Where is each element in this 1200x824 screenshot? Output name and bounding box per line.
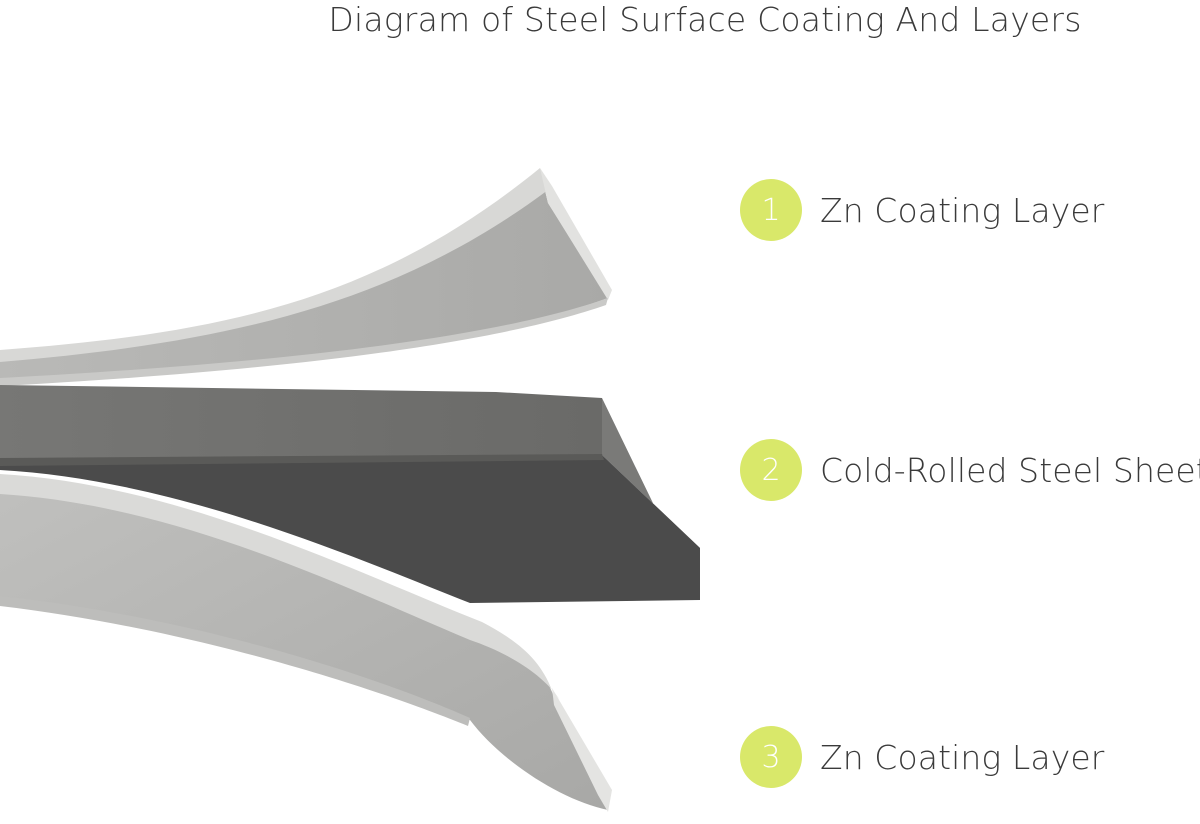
layer-number-badge: 2 — [740, 439, 802, 501]
legend-label: Zn Coating Layer — [820, 190, 1105, 230]
legend-label: Cold-Rolled Steel Sheet — [820, 450, 1200, 490]
layer-number-badge: 1 — [740, 179, 802, 241]
steel-sheet-layer — [0, 385, 700, 603]
page-title: Diagram of Steel Surface Coating And Lay… — [328, 0, 1082, 39]
legend-item-zn-coating-bottom: 3 Zn Coating Layer — [740, 725, 1104, 789]
legend-item-zn-coating-top: 1 Zn Coating Layer — [740, 178, 1104, 242]
legend-label: Zn Coating Layer — [820, 737, 1105, 777]
legend-item-steel-sheet: 2 Cold-Rolled Steel Sheet — [740, 438, 1200, 502]
layer-number-badge: 3 — [740, 726, 802, 788]
zn-coating-bottom-layer — [0, 474, 612, 812]
zn-coating-top-layer — [0, 168, 612, 386]
